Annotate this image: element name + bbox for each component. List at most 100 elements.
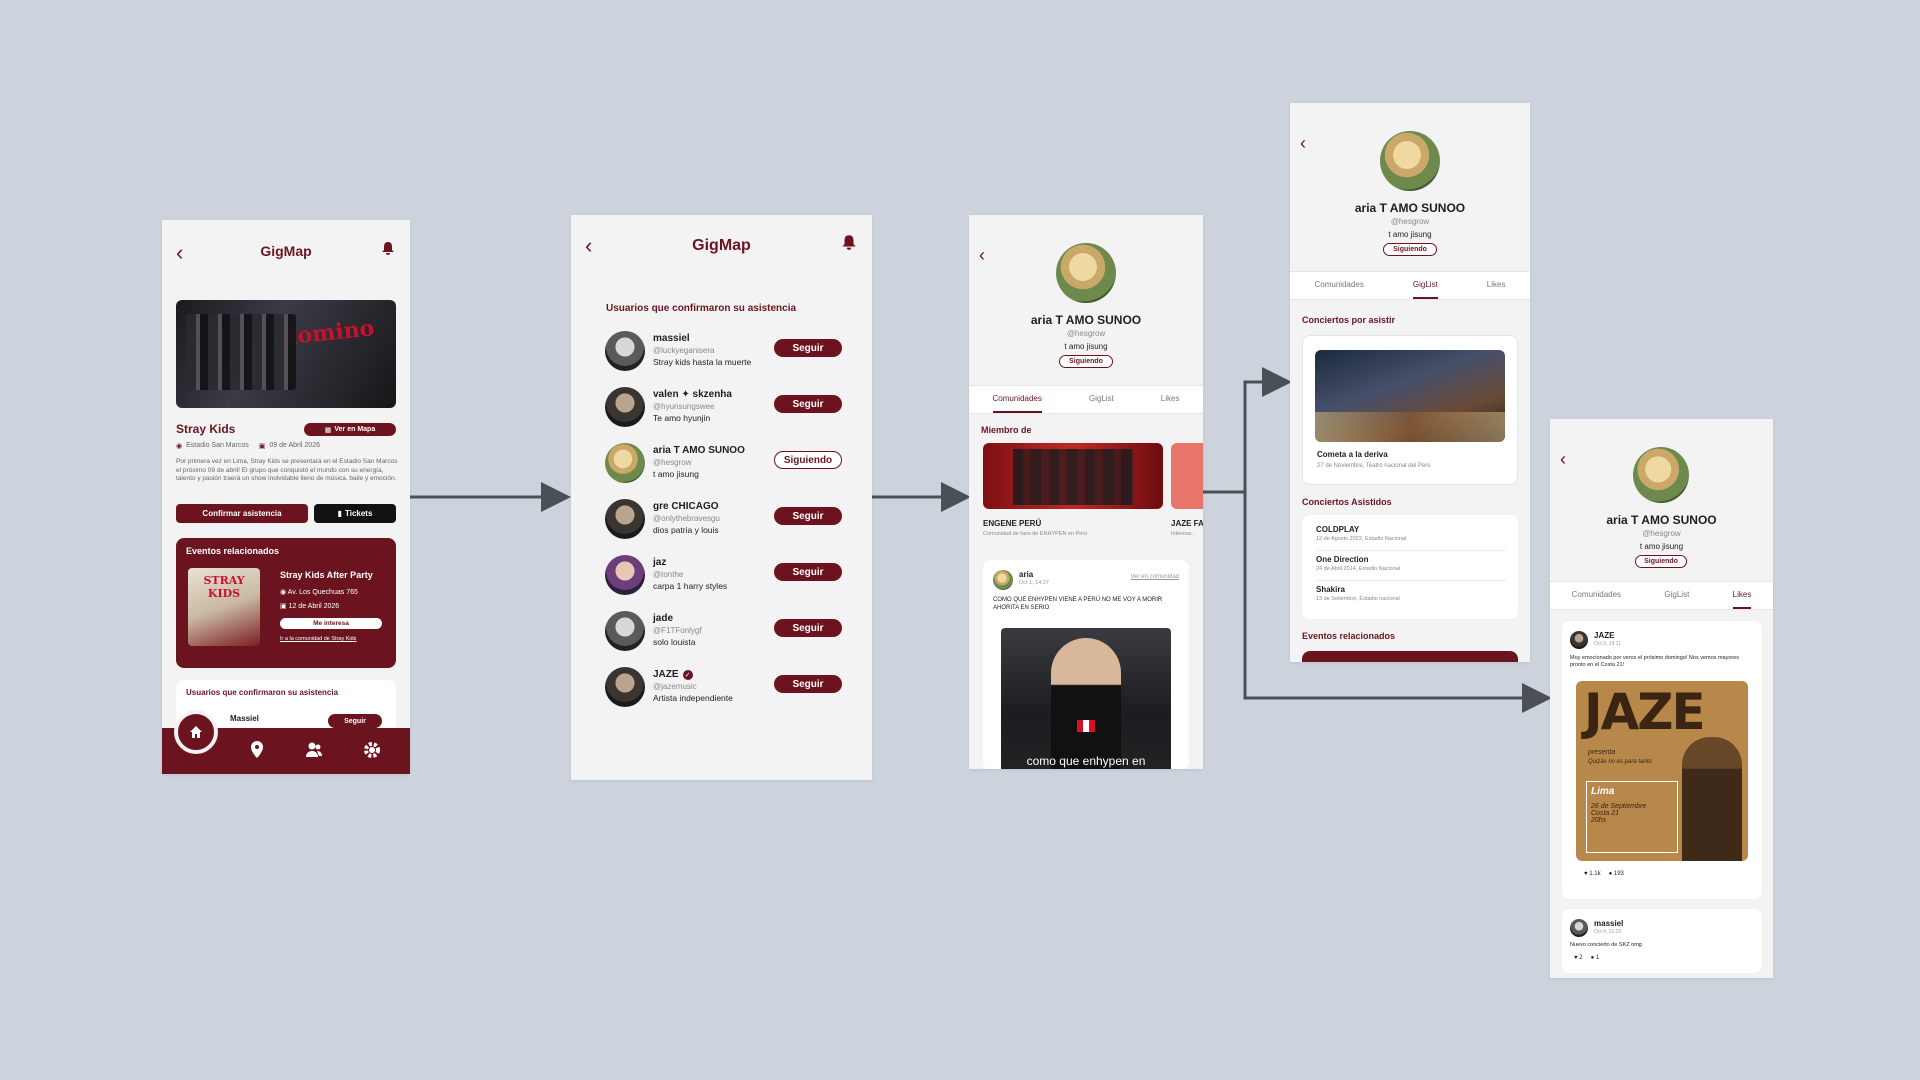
tab-communities[interactable]: Comunidades: [992, 386, 1042, 413]
follow-button[interactable]: Seguir: [774, 395, 842, 413]
follow-button[interactable]: Seguir: [774, 675, 842, 693]
following-button[interactable]: Siguiendo: [1635, 555, 1687, 568]
map-pin-icon: [251, 741, 263, 758]
confirm-attendance-button[interactable]: Confirmar asistencia: [176, 504, 308, 523]
post-time: Oct 4, 21:20: [1594, 929, 1622, 935]
community-name: ENGENE PERÚ: [983, 519, 1042, 528]
user-row[interactable]: aria T AMO SUNOO @hesgrow t amo jisung S…: [605, 441, 845, 487]
back-icon[interactable]: ‹: [1300, 133, 1306, 153]
user-row[interactable]: jade @F1TFonlygf solo louista Seguir: [605, 609, 845, 655]
avatar: [993, 570, 1013, 590]
profile-bio: t amo jisung: [1639, 542, 1684, 551]
like-count: 1.1k: [1589, 871, 1601, 877]
tab-communities[interactable]: Comunidades: [1314, 280, 1364, 289]
user-handle: @hyunsungswee: [653, 402, 715, 411]
user-name: massiel: [653, 333, 690, 344]
profile-avatar: [1380, 131, 1440, 191]
attended-item[interactable]: Shakira 13 de Setiembre, Estadio naciona…: [1316, 585, 1506, 611]
calendar-icon: ▣: [258, 443, 266, 450]
nav-home-button[interactable]: [174, 710, 218, 754]
tab-likes[interactable]: Likes: [1732, 582, 1752, 609]
post-poster: JAZE presenta Quizás no es para tanto Li…: [1576, 681, 1748, 861]
upcoming-concert-card[interactable]: Cometa a la deriva 27 de Noviembre, Teat…: [1302, 335, 1518, 485]
post-stats: ♥ 1.1k ● 193: [1584, 871, 1624, 877]
tab-giglist[interactable]: GigList: [1088, 394, 1114, 403]
follow-button[interactable]: Seguir: [774, 619, 842, 637]
post-image: como que enhypen en: [1001, 628, 1171, 769]
follow-button[interactable]: Seguir: [774, 563, 842, 581]
avatar: [605, 443, 645, 483]
follow-button[interactable]: Seguir: [328, 714, 382, 728]
bell-icon[interactable]: [380, 240, 396, 261]
user-row[interactable]: gre CHICAGO @onlythebravesgu dios patria…: [605, 497, 845, 543]
avatar: [605, 387, 645, 427]
tab-giglist[interactable]: GigList: [1664, 590, 1690, 599]
nav-map-button[interactable]: [248, 740, 266, 765]
attended-detail: 24 de Abril 2014, Estadio Nacional: [1316, 566, 1401, 572]
post-text: Nuevo concierto de SKZ omg: [1570, 942, 1642, 948]
user-row[interactable]: JAZE ✓ @jazemusic Artista independiente …: [605, 665, 845, 711]
map-button[interactable]: ▦Ver en Mapa: [304, 423, 396, 436]
back-icon[interactable]: ‹: [1560, 449, 1566, 469]
ticket-icon: ▮: [337, 509, 342, 518]
interest-button[interactable]: Me interesa: [280, 618, 382, 629]
tab-likes[interactable]: Likes: [1486, 280, 1506, 289]
app-title: GigMap: [692, 237, 751, 254]
comment-count: 193: [1613, 871, 1624, 877]
user-name: jade: [653, 613, 674, 624]
follow-button[interactable]: Seguir: [774, 339, 842, 357]
poster-title: JAZE: [1584, 683, 1706, 741]
user-handle: @F1TFonlygf: [653, 626, 702, 635]
bell-icon[interactable]: [840, 233, 858, 256]
back-icon[interactable]: ‹: [585, 233, 593, 258]
post-card[interactable]: JAZE Oct 2, 19:11 Muy emocionado por ver…: [1562, 621, 1762, 899]
post-card[interactable]: aria Oct 1, 14:27 Ver en comunidad COMO …: [983, 560, 1189, 769]
like-button[interactable]: ♥ 1.1k: [1584, 871, 1601, 877]
tab-likes[interactable]: Likes: [1160, 394, 1180, 403]
back-icon[interactable]: ‹: [176, 240, 184, 265]
user-row[interactable]: jaz @tonthe carpa 1 harry styles Seguir: [605, 553, 845, 599]
user-row[interactable]: valen ✦ skzenha @hyunsungswee Te amo hyu…: [605, 385, 845, 431]
community-desc: Comunidad de fans de ENHYPEN en Perú: [983, 531, 1088, 537]
community-card[interactable]: [983, 443, 1163, 509]
user-name: gre CHICAGO: [653, 501, 719, 512]
tickets-button[interactable]: ▮Tickets: [314, 504, 396, 523]
concert-image: [1315, 350, 1505, 442]
profile-name: aria T AMO SUNOO: [1606, 513, 1717, 527]
poster-venue: Costa 21: [1591, 810, 1620, 817]
profile-communities-screen: ‹ aria T AMO SUNOO @hesgrow t amo jisung…: [969, 215, 1203, 769]
back-icon[interactable]: ‹: [979, 245, 985, 265]
post-card[interactable]: massiel Oct 4, 21:20 Nuevo concierto de …: [1562, 909, 1762, 973]
community-link[interactable]: Ir a la comunidad de Stray Kids: [280, 636, 357, 642]
comment-button[interactable]: ● 1: [1591, 955, 1600, 961]
attended-item[interactable]: One Direction 24 de Abril 2014, Estadio …: [1316, 555, 1506, 581]
user-name: jaz: [653, 557, 667, 568]
following-button[interactable]: Siguiendo: [1383, 243, 1437, 256]
community-card[interactable]: [1171, 443, 1203, 509]
attended-item[interactable]: COLDPLAY 12 de Agosto 2022, Estadio Naci…: [1316, 525, 1506, 551]
user-row[interactable]: massiel @luckyeganisera Stray kids hasta…: [605, 329, 845, 375]
attended-list: COLDPLAY 12 de Agosto 2022, Estadio Naci…: [1302, 515, 1518, 619]
tab-communities[interactable]: Comunidades: [1571, 590, 1622, 599]
follow-button[interactable]: Seguir: [774, 507, 842, 525]
like-button[interactable]: ♥ 2: [1574, 955, 1583, 961]
comment-icon: ●: [1608, 871, 1613, 877]
user-handle: @hesgrow: [653, 458, 692, 467]
nav-settings-button[interactable]: [362, 740, 382, 765]
profile-handle: @hesgrow: [1642, 529, 1681, 538]
following-button[interactable]: Siguiendo: [774, 451, 842, 469]
user-handle: @jazemusic: [653, 682, 697, 691]
event-description: Por primera vez en Lima, Stray Kids se p…: [176, 458, 398, 482]
bottom-nav: [162, 710, 410, 774]
user-handle: @tonthe: [653, 570, 684, 579]
comment-button[interactable]: ● 193: [1609, 871, 1624, 877]
post-image-caption: como que enhypen en: [1026, 754, 1146, 768]
people-icon: [306, 742, 322, 757]
nav-community-button[interactable]: [304, 740, 324, 765]
post-image-person: [1051, 638, 1121, 769]
following-button[interactable]: Siguiendo: [1059, 355, 1113, 368]
tab-giglist[interactable]: GigList: [1412, 272, 1438, 299]
view-in-community-link[interactable]: Ver en comunidad: [1130, 574, 1179, 580]
profile-handle: @hesgrow: [1066, 329, 1106, 338]
post-author: massiel: [1594, 919, 1624, 928]
